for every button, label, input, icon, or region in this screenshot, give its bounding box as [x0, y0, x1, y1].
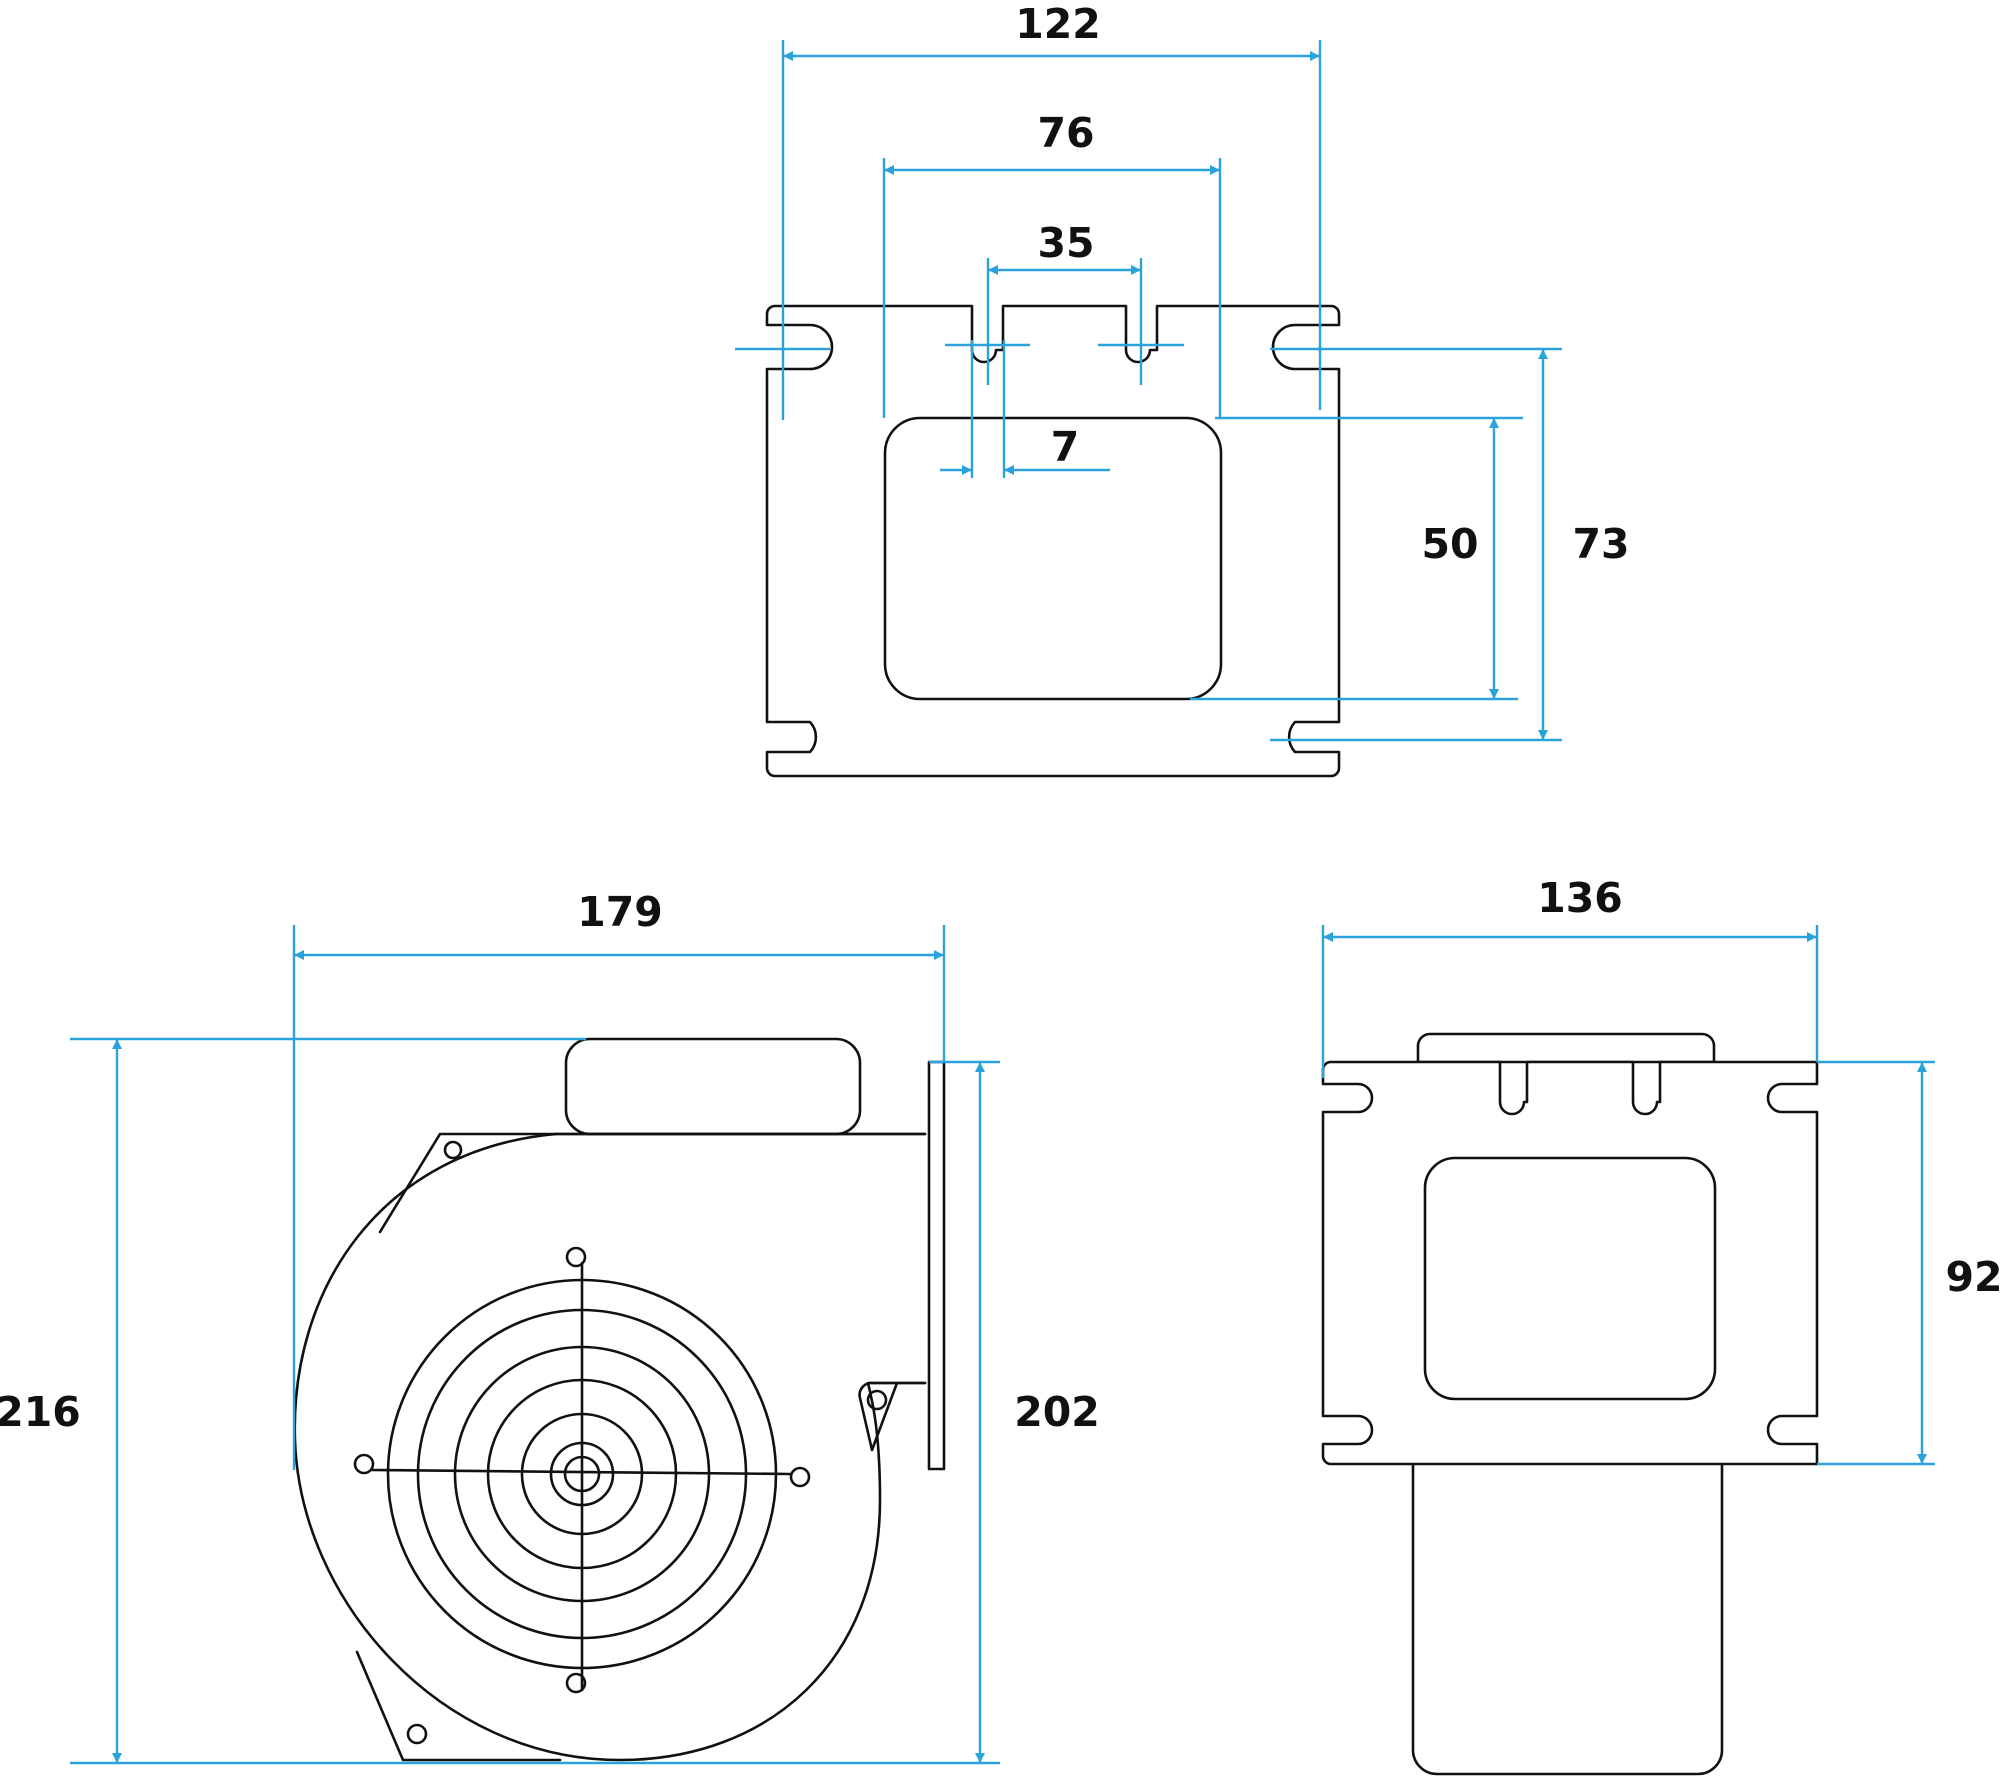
dim-label-179: 179 — [577, 888, 663, 936]
scroll-housing — [293, 1132, 927, 1762]
top-flange-outline — [765, 304, 1341, 778]
outlet-flange-plate — [927, 1060, 946, 1471]
dim-label-7: 7 — [1051, 423, 1080, 471]
motor-cap — [1416, 1032, 1716, 1064]
side-view: 179 216 202 — [0, 888, 1100, 1765]
front-outlet-opening — [1423, 1156, 1717, 1401]
dim-label-136: 136 — [1537, 874, 1623, 922]
dim-label-76: 76 — [1037, 109, 1094, 157]
motor-housing-top — [564, 1037, 862, 1136]
mount-lug-right — [858, 1381, 927, 1452]
mount-lug-bottom — [355, 1650, 562, 1762]
top-view: 122 76 35 7 50 73 — [735, 0, 1630, 778]
inlet-grille — [353, 1246, 811, 1694]
top-outlet-opening — [883, 416, 1223, 701]
motor-body — [1411, 1462, 1724, 1776]
dim-label-216: 216 — [0, 1388, 81, 1436]
dim-label-73: 73 — [1572, 520, 1629, 568]
dim-label-50: 50 — [1421, 520, 1478, 568]
dim-label-202: 202 — [1014, 1388, 1100, 1436]
front-flange-outline — [1321, 1060, 1819, 1466]
dim-label-92: 92 — [1945, 1253, 2000, 1301]
mount-lug-top — [378, 1132, 558, 1234]
dim-label-35: 35 — [1037, 219, 1094, 267]
front-view: 136 92 — [1321, 874, 2000, 1776]
dim-label-122: 122 — [1015, 0, 1101, 48]
